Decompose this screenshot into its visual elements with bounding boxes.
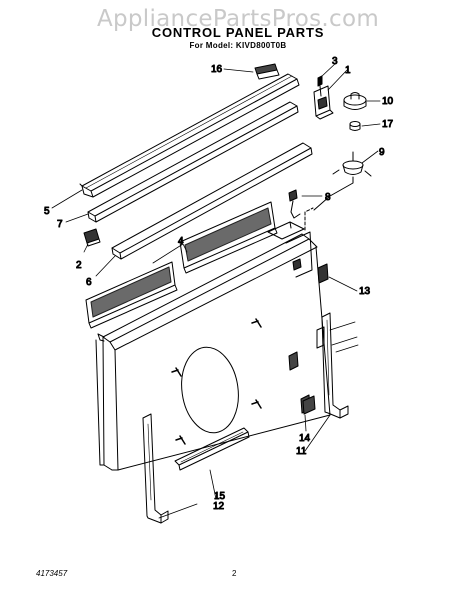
part-4-right-grille <box>179 201 278 274</box>
part-16-trim-clip <box>254 63 280 80</box>
dashed-leader <box>304 207 314 231</box>
callout-9: 9 <box>379 147 385 158</box>
part-17-spacer <box>349 121 361 131</box>
callout-15: 15 <box>214 491 226 502</box>
part-5-trim-strip <box>79 73 300 198</box>
callout-14: 14 <box>299 433 311 444</box>
callout-2: 2 <box>76 260 82 271</box>
diagram-title: CONTROL PANEL PARTS <box>151 25 325 40</box>
callout-5: 5 <box>44 206 50 217</box>
document-number: 4173457 <box>36 569 68 578</box>
callout-12: 12 <box>213 501 225 512</box>
part-8-wire-harness <box>288 189 301 219</box>
page-number: 2 <box>232 569 237 578</box>
part-4-left-grille <box>85 261 178 329</box>
callout-3: 3 <box>332 56 338 67</box>
callout-10: 10 <box>382 96 394 107</box>
callout-8: 8 <box>325 192 331 203</box>
part-10-knob <box>343 92 367 110</box>
callout-13: 13 <box>359 286 371 297</box>
model-subtitle: For Model: KIVD800T0B <box>189 41 287 50</box>
part-2-bracket <box>83 228 101 247</box>
part-1-switch-bracket <box>313 85 334 120</box>
callout-16: 16 <box>211 64 223 75</box>
watermark-text: AppliancePartsPros.com <box>96 6 380 32</box>
part-12-side-bracket <box>142 413 169 524</box>
leader-lines <box>51 61 381 519</box>
panel-top-bracket <box>267 221 313 278</box>
part-14-clip <box>302 395 316 415</box>
callout-11: 11 <box>296 446 307 457</box>
part-6-trim-strip <box>111 142 313 260</box>
part-9-switch <box>313 151 372 211</box>
callout-17: 17 <box>382 119 394 130</box>
callout-6: 6 <box>86 277 92 288</box>
callout-1: 1 <box>345 65 351 76</box>
part-15-bottom-strip <box>174 427 250 471</box>
part-3-screw <box>317 75 323 97</box>
part-11-side-bracket <box>316 312 359 419</box>
callout-7: 7 <box>57 219 63 230</box>
part-13-clip <box>317 263 329 284</box>
callout-4: 4 <box>178 236 184 247</box>
